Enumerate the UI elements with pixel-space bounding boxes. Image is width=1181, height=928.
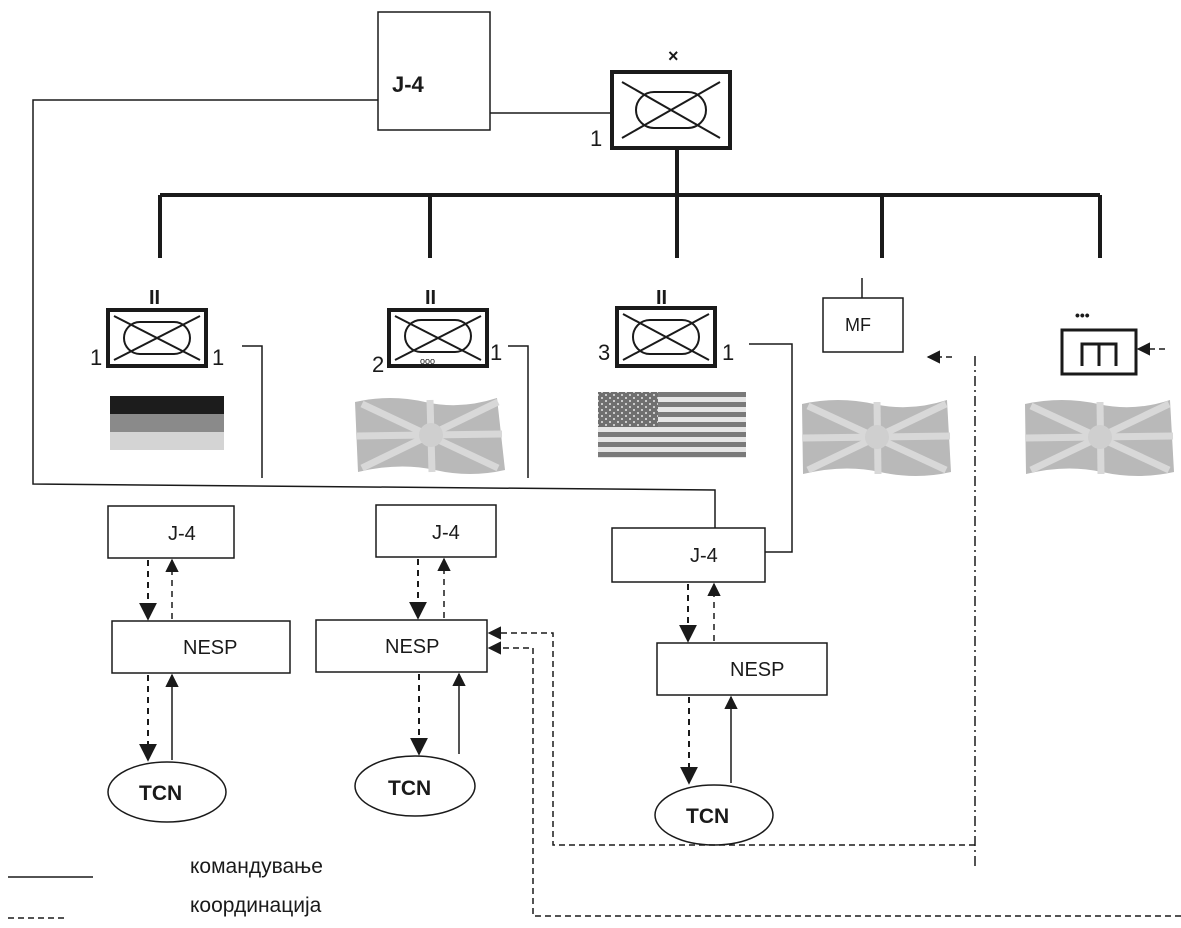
macedonia-flag-1 [355, 398, 505, 474]
battalion-2-left-number: 2 [372, 352, 384, 377]
battalion-1-echelon: II [149, 287, 160, 309]
top-j4-box: J-4 [377, 11, 491, 131]
brigade-symbol: × 1 [590, 46, 732, 151]
coordination-lines [487, 626, 1181, 917]
legend-command-label: командување [190, 855, 323, 878]
macedonia-flag-3 [1025, 400, 1174, 476]
brigade-marker: × [668, 46, 679, 66]
tcn-label: TCN [686, 805, 729, 828]
nesp-label: NESP [183, 637, 237, 659]
battalion-1-left-number: 1 [90, 345, 102, 370]
wheeled-marker: ooo [420, 356, 435, 366]
nesp-label: NESP [730, 659, 784, 681]
logistics-2: J-4 NESP TCN [315, 504, 497, 817]
battalion-3-left-number: 3 [598, 340, 610, 365]
battalion-2-echelon: II [425, 287, 436, 309]
usa-flag [598, 392, 746, 458]
battalion-1-right-number: 1 [212, 345, 224, 370]
battalion-3: II 3 1 [598, 287, 734, 368]
macedonia-flag-2 [802, 400, 951, 476]
logistics-3: J-4 NESP TCN [611, 527, 828, 846]
logistics-1: J-4 NESP TCN [107, 505, 291, 823]
engineer-unit: ••• [1060, 307, 1138, 376]
mf-unit: MF [822, 297, 904, 353]
j4-label: J-4 [432, 522, 460, 544]
battalion-3-right-number: 1 [722, 340, 734, 365]
battalion-2-right-number: 1 [490, 340, 502, 365]
brigade-number: 1 [590, 126, 602, 151]
j4-label: J-4 [690, 545, 718, 567]
tcn-label: TCN [388, 777, 431, 800]
nesp-label: NESP [385, 636, 439, 658]
battalion-2: II ooo 2 1 [372, 287, 502, 377]
battalion-3-echelon: II [656, 287, 667, 309]
j4-label: J-4 [168, 523, 196, 545]
battalion-1: II 1 1 [90, 287, 224, 370]
legend: командување координација [8, 855, 323, 919]
tcn-label: TCN [139, 782, 182, 805]
legend-coordination-label: координација [190, 894, 322, 917]
mf-label: MF [845, 315, 871, 335]
engineer-echelon: ••• [1075, 307, 1090, 323]
germany-flag [110, 396, 224, 450]
command-lines [32, 99, 1102, 553]
top-j4-label: J-4 [392, 72, 425, 97]
dash-dot-lines [926, 342, 1165, 868]
